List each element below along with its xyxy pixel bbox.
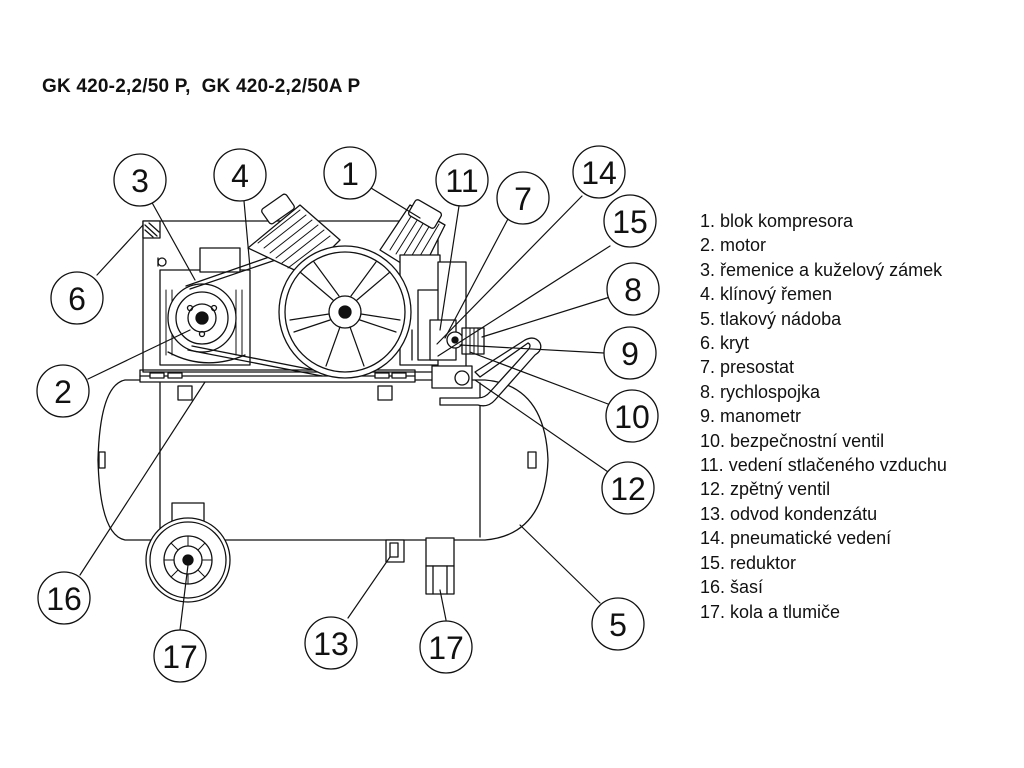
callout-5: 5 <box>591 597 645 651</box>
callout-7: 7 <box>496 171 550 225</box>
legend-item: 8. rychlospojka <box>700 381 821 402</box>
legend-item: 7. presostat <box>700 357 795 378</box>
callout-14: 14 <box>572 145 626 199</box>
callout-3: 3 <box>113 153 167 207</box>
callout-10-label: 10 <box>614 399 650 435</box>
callout-16: 16 <box>37 571 91 625</box>
legend-item: 9. manometr <box>700 406 802 427</box>
callout-6-label: 6 <box>68 281 86 317</box>
legend-item: 6. kryt <box>700 333 750 354</box>
legend-item: 16. šasí <box>700 577 764 598</box>
callout-15: 15 <box>603 194 657 248</box>
legend-item: 12. zpětný ventil <box>700 479 831 500</box>
callout-11: 11 <box>435 153 489 207</box>
callout-9-label: 9 <box>621 336 639 372</box>
parts-legend: 1. blok kompresora 2. motor 3. řemenice … <box>700 209 947 624</box>
legend-item: 11. vedení stlačeného vzduchu <box>700 455 947 476</box>
air-tank <box>97 379 549 595</box>
callout-5-label: 5 <box>609 607 627 643</box>
flywheel <box>278 245 412 379</box>
control-unit <box>429 261 542 407</box>
callout-11-label: 11 <box>445 163 478 199</box>
legend-item: 13. odvod kondenzátu <box>700 503 878 524</box>
legend-item: 2. motor <box>700 235 767 256</box>
callout-16-label: 16 <box>46 581 82 617</box>
legend-item: 1. blok kompresora <box>700 211 854 231</box>
callout-15-label: 15 <box>612 204 648 240</box>
callout-2-label: 2 <box>54 374 72 410</box>
compressor-block <box>247 193 446 366</box>
callout-17-foot-label: 17 <box>428 630 464 666</box>
callout-10: 10 <box>605 389 659 443</box>
legend-item: 5. tlakový nádoba <box>700 308 842 329</box>
callout-13: 13 <box>304 616 358 670</box>
callout-4: 4 <box>213 148 267 202</box>
legend-item: 3. řemenice a kuželový zámek <box>700 259 943 280</box>
legend-item: 4. klínový řemen <box>700 284 833 305</box>
callout-12-label: 12 <box>610 471 646 507</box>
callout-12: 12 <box>601 461 655 515</box>
callout-6: 6 <box>50 271 104 325</box>
callout-3-label: 3 <box>131 163 149 199</box>
callout-8-label: 8 <box>624 272 642 308</box>
callout-1: 1 <box>323 146 377 200</box>
callout-13-label: 13 <box>313 626 349 662</box>
callout-17-foot: 17 <box>419 620 473 674</box>
legend-item: 14. pneumatické vedení <box>700 528 892 549</box>
callout-1-label: 1 <box>341 156 359 192</box>
leader-lines <box>79 187 612 631</box>
motor-pulley <box>167 283 237 353</box>
callout-9: 9 <box>603 326 657 380</box>
callout-14-label: 14 <box>581 155 617 191</box>
legend-item: 15. reduktor <box>700 552 797 573</box>
wheel <box>145 502 231 603</box>
callout-17-wheel-label: 17 <box>162 639 198 675</box>
legend-item: 17. kola a tlumiče <box>700 601 841 622</box>
callout-7-label: 7 <box>514 181 532 217</box>
callout-4-label: 4 <box>231 158 249 194</box>
callout-2: 2 <box>36 364 90 418</box>
legend-item: 10. bezpečnostní ventil <box>700 430 885 451</box>
callout-8: 8 <box>606 262 660 316</box>
callout-17-wheel: 17 <box>153 629 207 683</box>
diagram-title: GK 420-2,2/50 P, GK 420-2,2/50A P <box>42 76 361 97</box>
